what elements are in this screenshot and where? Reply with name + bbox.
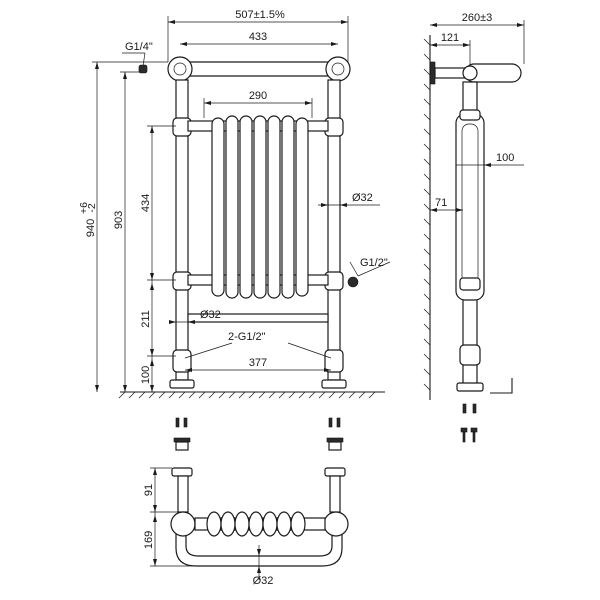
bottom-view <box>170 417 349 567</box>
dim-940-tol-minus: -2 <box>86 203 98 212</box>
dim-d32-bottom-label: Ø32 <box>200 309 221 321</box>
thread-g12-label: G1/2" <box>360 257 388 269</box>
dim-91-label: 91 <box>143 484 155 496</box>
valve-thread-label: 2-G1/2" <box>228 331 266 343</box>
dim-903-label: 903 <box>113 211 125 229</box>
dim-433-label: 433 <box>249 31 267 43</box>
dim-169-label: 169 <box>143 531 155 549</box>
dim-100-label: 100 <box>140 366 152 384</box>
thread-g14-label: G1/4" <box>125 41 153 53</box>
dim-side-100-label: 100 <box>496 152 514 164</box>
dim-d32-right-label: Ø32 <box>352 192 373 204</box>
side-dimensions: 260±3 121 100 71 <box>430 12 525 212</box>
front-view <box>118 56 385 399</box>
front-dimensions: 507±1.5% 433 G1/4" 290 940 +6 -2 903 <box>78 9 391 392</box>
dim-71-label: 71 <box>435 197 447 209</box>
dim-940-tol-plus: +6 <box>78 202 90 214</box>
dim-377-label: 377 <box>249 357 267 369</box>
dim-290-label: 290 <box>249 90 267 102</box>
dim-507-label: 507±1.5% <box>235 9 285 21</box>
dim-d32-plan-label: Ø32 <box>253 575 274 587</box>
dim-211-label: 211 <box>140 310 152 328</box>
dim-121-label: 121 <box>441 32 459 44</box>
dim-940-label: 940 <box>85 219 97 237</box>
side-view <box>423 35 522 443</box>
dim-260-label: 260±3 <box>462 12 493 24</box>
dim-434-label: 434 <box>140 194 152 212</box>
bottom-dimensions: 91 169 Ø32 <box>143 467 274 587</box>
